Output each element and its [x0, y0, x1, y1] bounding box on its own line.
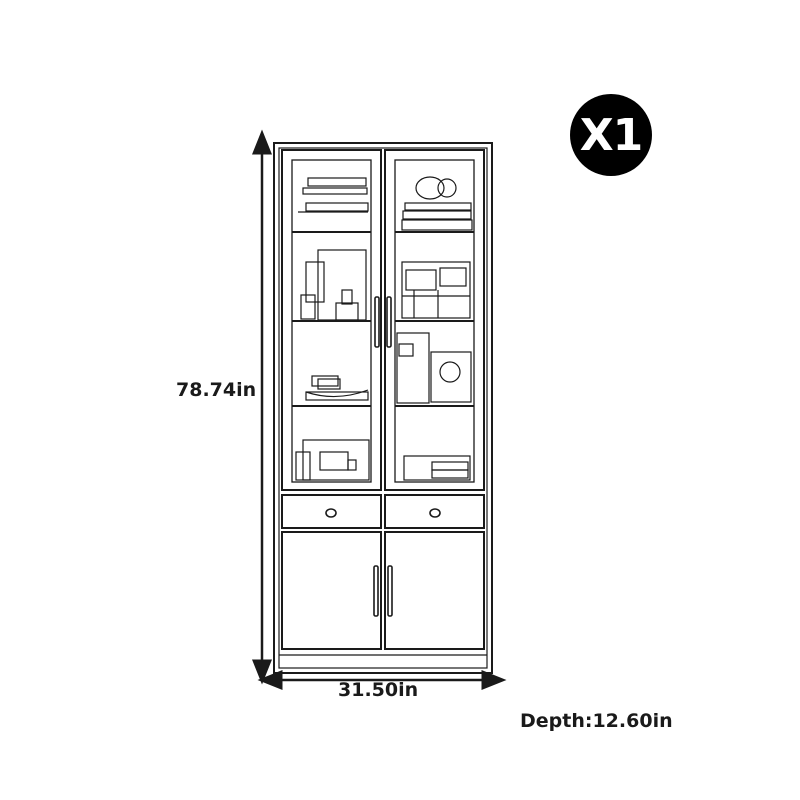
- depth-dimension-label: Depth:12.60in: [520, 710, 673, 732]
- quantity-badge: X1: [570, 94, 652, 176]
- width-dimension-label: 31.50in: [338, 679, 419, 701]
- cabinet-outline: [273, 142, 493, 674]
- height-dimension-label: 78.74in: [176, 379, 257, 401]
- shelf-contents: [295, 176, 473, 481]
- door-handles: [325, 296, 441, 617]
